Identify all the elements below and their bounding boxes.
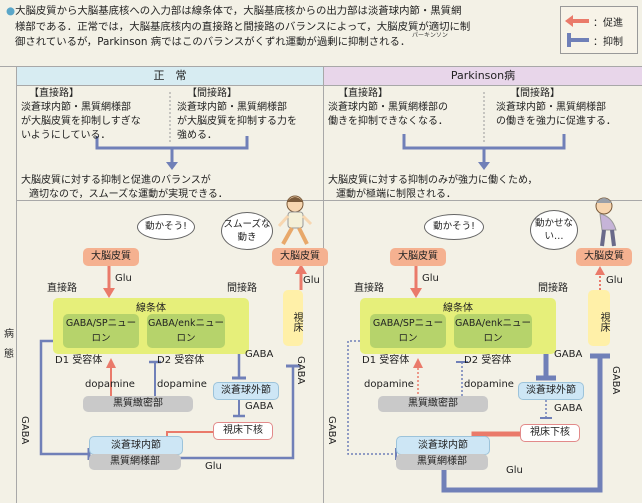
normal-cortex-right: 大脳皮質	[272, 248, 328, 266]
frame-top	[0, 66, 642, 67]
normal-bubble-smooth: スムーズな動き	[221, 212, 273, 250]
normal-direct-title: 【直接路】	[29, 88, 79, 99]
normal-snc: 黒質緻密部	[83, 396, 193, 412]
pd-indirect-label: 間接路	[538, 283, 568, 294]
pd-gaba-vertical: GABA	[326, 416, 337, 445]
pd-indirect-text: 淡蒼球内節・黒質網様部 の働きを強力に促進する．	[496, 101, 616, 129]
normal-gaba-thalamus: GABA	[295, 356, 306, 385]
side-label: 病態	[4, 329, 14, 360]
normal-stn: 視床下核	[213, 422, 273, 440]
pd-direct-line: 働きを抑制できなくなる．	[328, 116, 448, 127]
normal-d1-label: D1 受容体	[55, 355, 103, 366]
bullet-icon: ●	[6, 5, 16, 17]
walking-person-icon	[277, 195, 313, 245]
normal-dopamine-right: dopamine	[157, 379, 207, 390]
pd-neuron-enk: GABA/enkニューロン	[454, 314, 532, 348]
normal-glu-label-right: Glu	[303, 275, 320, 286]
pd-direct-title: 【直接路】	[338, 88, 388, 99]
normal-glu-label: Glu	[115, 273, 132, 284]
legend: ：促進 ：抑制	[560, 6, 638, 54]
pd-cortex-right: 大脳皮質	[576, 248, 632, 266]
pd-striatum-label: 線条体	[443, 303, 473, 314]
intro-text: ●大脳皮質から大脳基底核への入力部は線条体で，大脳基底核からの出力部は淡蒼球内節…	[6, 4, 551, 51]
header-normal: 正 常	[17, 67, 323, 86]
normal-indirect-line: 淡蒼球内節・黒質網様部	[177, 102, 287, 113]
legend-inhibit-label: ：抑制	[593, 37, 623, 48]
normal-summary: 大脳皮質に対する抑制と促進のバランスが 適切なので，スムーズな運動が実現できる．	[21, 174, 228, 202]
intro-line-2: 様部である．正常では，大脳基底核内の直接路と間接路のバランスによって，大脳皮質が…	[15, 20, 471, 33]
normal-summary-line: 大脳皮質に対する抑制と促進のバランスが	[21, 175, 211, 186]
pd-thalamus: 視床	[588, 290, 610, 346]
normal-indirect-line: 強める．	[177, 130, 217, 141]
normal-cortex-top: 大脳皮質	[83, 248, 139, 266]
pd-dopamine-left: dopamine	[364, 379, 414, 390]
pd-summary-line: 大脳皮質に対する抑制のみが強力に働くため，	[328, 175, 538, 186]
normal-d2-label: D2 受容体	[157, 355, 205, 366]
intro-line-1: 大脳皮質から大脳基底核への入力部は線条体で，大脳基底核からの出力部は淡蒼球内節・…	[15, 5, 462, 17]
legend-promote-label: ：促進	[593, 18, 623, 29]
normal-direct-line: いようにしている．	[21, 130, 111, 141]
panel-parkinson: 【直接路】 淡蒼球内節・黒質網様部の 働きを抑制できなくなる． 【間接路】 淡蒼…	[324, 86, 642, 503]
pd-d1-label: D1 受容体	[362, 355, 410, 366]
normal-snr: 黒質網様部	[89, 454, 181, 470]
normal-indirect-text: 淡蒼球内節・黒質網様部 が大脳皮質を抑制する力を 強める．	[177, 101, 297, 143]
normal-indirect-label: 間接路	[227, 283, 257, 294]
normal-direct-label: 直接路	[47, 283, 77, 294]
normal-direct-line: が大脳皮質を抑制しすぎな	[21, 116, 141, 127]
pd-cortex-top: 大脳皮質	[390, 248, 446, 266]
pd-indirect-title: 【間接路】	[510, 88, 560, 99]
pd-gpi: 淡蒼球内節	[396, 436, 490, 455]
pd-stn: 視床下核	[520, 424, 580, 442]
frame-middle	[323, 66, 324, 503]
pd-summary: 大脳皮質に対する抑制のみが強力に働くため， 運動が極端に制限される．	[328, 174, 538, 202]
normal-bubble-move: 動かそう!	[137, 214, 195, 240]
pd-glu-label: Glu	[422, 273, 439, 284]
pd-gaba-thalamus: GABA	[610, 366, 621, 395]
normal-neuron-sp: GABA/SPニューロン	[63, 314, 139, 348]
pd-snr: 黒質網様部	[396, 454, 488, 470]
intro-line-3: 御されているが，Parkinson 病ではこのバランスがくずれ運動が過剰に抑制さ…	[15, 36, 411, 48]
pd-bubble-move: 動かそう!	[424, 214, 484, 240]
pd-gaba-1: GABA	[554, 349, 583, 360]
hunched-person-icon	[595, 197, 617, 247]
pd-snc: 黒質緻密部	[378, 396, 488, 412]
pd-d2-label: D2 受容体	[464, 355, 512, 366]
normal-indirect-title: 【間接路】	[187, 88, 237, 99]
normal-gpe: 淡蒼球外節	[213, 382, 279, 400]
normal-glu-bottom: Glu	[205, 461, 222, 472]
pd-gaba-2: GABA	[554, 403, 583, 414]
pd-indirect-line: の働きを強力に促進する．	[496, 116, 616, 127]
normal-neuron-enk: GABA/enkニューロン	[147, 314, 225, 348]
normal-thalamus: 視床	[283, 290, 303, 346]
normal-direct-text: 淡蒼球内節・黒質網様部 が大脳皮質を抑制しすぎな いようにしている．	[21, 101, 141, 143]
legend-arrows-icon	[565, 15, 589, 47]
normal-summary-line: 適切なので，スムーズな運動が実現できる．	[29, 189, 228, 200]
pd-bubble-cannot: 動かせない…	[530, 210, 578, 250]
ruby-annotation: パーキンソン	[412, 32, 448, 39]
pd-glu-label-right: Glu	[606, 275, 623, 286]
panel-normal: 【直接路】 淡蒼球内節・黒質網様部 が大脳皮質を抑制しすぎな いようにしている．…	[17, 86, 328, 503]
pd-gpe: 淡蒼球外節	[518, 382, 584, 400]
pd-direct-text: 淡蒼球内節・黒質網様部の 働きを抑制できなくなる．	[328, 101, 448, 129]
normal-dopamine-left: dopamine	[85, 379, 135, 390]
frame-row-divider	[16, 200, 642, 201]
pd-glu-bottom: Glu	[506, 465, 523, 476]
pd-neuron-sp: GABA/SPニューロン	[370, 314, 446, 348]
pd-direct-line: 淡蒼球内節・黒質網様部の	[328, 102, 448, 113]
pd-summary-line: 運動が極端に制限される．	[336, 189, 456, 200]
pd-direct-label: 直接路	[354, 283, 384, 294]
normal-gaba-1: GABA	[245, 349, 274, 360]
normal-gaba-vertical: GABA	[19, 416, 30, 445]
normal-direct-line: 淡蒼球内節・黒質網様部	[21, 102, 131, 113]
normal-gpi: 淡蒼球内節	[89, 436, 183, 455]
header-parkinson: Parkinson病	[324, 67, 642, 86]
pd-indirect-line: 淡蒼球内節・黒質網様部	[496, 102, 606, 113]
normal-indirect-line: が大脳皮質を抑制する力を	[177, 116, 297, 127]
normal-gaba-2: GABA	[245, 401, 274, 412]
frame-left	[16, 66, 17, 503]
pd-dopamine-right: dopamine	[464, 379, 514, 390]
normal-striatum-label: 線条体	[136, 303, 166, 314]
